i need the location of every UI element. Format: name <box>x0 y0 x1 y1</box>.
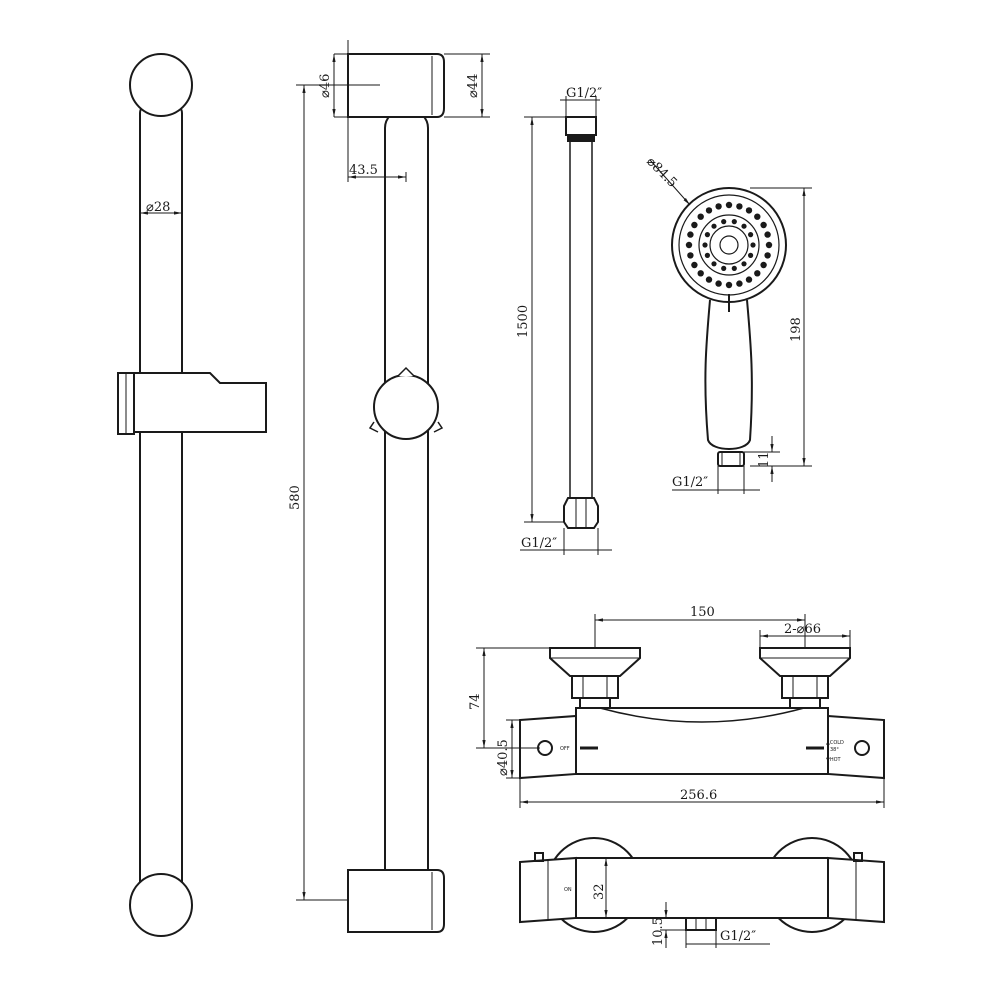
off-marking: OFF <box>560 746 570 752</box>
nozzle <box>704 232 711 238</box>
nozzle <box>702 242 708 248</box>
rail-offset-label: 43.5 <box>349 163 378 178</box>
hose-thread-top-label: G1/2″ <box>566 86 602 101</box>
nozzle <box>748 232 754 238</box>
nozzle <box>704 252 711 258</box>
temperature-marking: 38° <box>830 747 839 753</box>
outlet-offset-label: 10.5 <box>651 917 666 946</box>
hand-shower-neck-label: 11 <box>757 451 772 468</box>
nozzle <box>736 280 743 287</box>
mixer-height-label: 74 <box>468 693 483 710</box>
nozzle <box>748 252 754 258</box>
nozzle <box>691 261 698 269</box>
on-marking: ON <box>564 887 572 893</box>
rail-length-label: 580 <box>288 485 303 510</box>
nozzle <box>765 241 773 249</box>
nozzle <box>745 207 753 214</box>
shower-hose <box>563 116 599 529</box>
nozzle <box>697 270 704 277</box>
nozzle <box>764 252 771 259</box>
dimension-labels: ⌀28 ⌀46 ⌀44 43.5 580 G1/2″ 1500 G1/2″ ⌀8… <box>146 74 844 946</box>
hand-shower-thread-label: G1/2″ <box>672 475 708 490</box>
rail-dia-label: ⌀28 <box>146 200 170 215</box>
nozzle <box>705 207 713 214</box>
nozzle <box>715 203 722 210</box>
mixer-body-dia-label: ⌀40.5 <box>496 739 511 776</box>
nozzle <box>760 221 767 229</box>
mixer-bottom-view <box>519 837 885 933</box>
nozzle <box>721 219 727 225</box>
nozzle <box>725 281 733 289</box>
nozzle <box>685 241 693 249</box>
hose-length-label: 1500 <box>516 305 531 338</box>
nozzle <box>731 219 737 225</box>
nozzle <box>711 261 717 267</box>
nozzle <box>741 223 747 229</box>
hot-marking: ▼HOT <box>826 757 842 763</box>
nozzle <box>687 231 694 238</box>
outlet-thread-label: G1/2″ <box>720 929 756 944</box>
spray-nozzles <box>685 201 773 289</box>
hand-shower-length-label: 198 <box>789 317 804 342</box>
mixer-knobs-label: 2-⌀66 <box>784 622 821 637</box>
nozzle <box>721 265 727 271</box>
mixer-centers-label: 150 <box>690 605 715 620</box>
mixer-width-label: 256.6 <box>680 788 717 803</box>
rail-top-dia-label: ⌀46 <box>318 74 333 98</box>
mixer-depth-label: 32 <box>592 883 607 900</box>
nozzle <box>697 213 704 220</box>
nozzle <box>687 252 694 259</box>
rail-front-view <box>117 53 267 937</box>
rail-side-view <box>347 53 445 933</box>
nozzle <box>750 242 756 248</box>
hose-thread-bottom-label: G1/2″ <box>521 536 557 551</box>
nozzle <box>705 276 713 283</box>
hand-shower <box>671 187 787 467</box>
nozzle <box>764 231 771 238</box>
nozzle <box>691 221 698 229</box>
nozzle <box>711 223 717 229</box>
nozzle <box>745 276 753 283</box>
rail-bottom-dia-label: ⌀44 <box>466 74 481 98</box>
nozzle <box>754 270 761 277</box>
nozzle <box>741 261 747 267</box>
hand-shower-dia-label: ⌀84.5 <box>643 154 680 191</box>
cold-marking: ▲COLD <box>826 740 844 746</box>
nozzle <box>736 203 743 210</box>
nozzle <box>754 213 761 220</box>
nozzle <box>760 261 767 269</box>
nozzle <box>715 280 722 287</box>
dimension-lines <box>140 40 885 948</box>
nozzle <box>731 265 737 271</box>
nozzle <box>725 201 733 209</box>
